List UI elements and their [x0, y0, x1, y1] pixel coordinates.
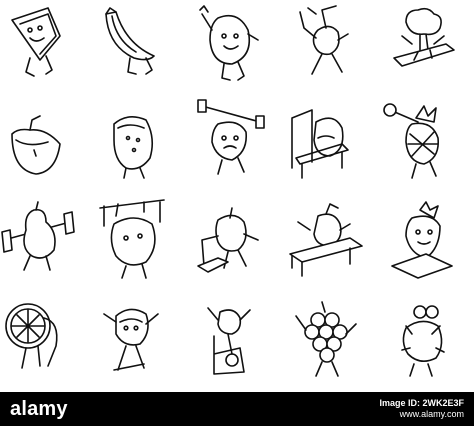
pear-barbell-icon: [0, 196, 94, 294]
kiwi-mascot-icon: [94, 98, 188, 196]
plum-stretching-icon: [188, 196, 282, 294]
watermelon-slice-mascot-icon: [0, 0, 94, 98]
icon-grid: [0, 0, 470, 392]
banana-mascot-icon: [94, 0, 188, 98]
cherry-mascot-running-icon: [282, 0, 376, 98]
apple-half-mascot-icon: [0, 98, 94, 196]
broccoli-surfing-icon: [376, 0, 470, 98]
image-meta: Image ID: 2WK2E3F www.alamy.com: [379, 398, 464, 420]
lemon-pullup-bar-icon: [94, 196, 188, 294]
avocado-bench-press-icon: [282, 98, 376, 196]
mango-mascot-waving-icon: [188, 0, 282, 98]
site-url: www.alamy.com: [399, 409, 464, 419]
fruit-exercise-bike-icon: [188, 294, 282, 392]
orange-slice-mascot-icon: [0, 294, 94, 392]
strawberry-lifting-weights-icon: [188, 98, 282, 196]
grapes-mascot-icon: [282, 294, 376, 392]
alamy-logo: alamy: [10, 397, 68, 420]
watermark-footer: alamy Image ID: 2WK2E3F www.alamy.com: [0, 392, 474, 426]
strawberry-pedestal-icon: [376, 196, 470, 294]
image-id: Image ID: 2WK2E3F: [379, 398, 464, 408]
dragon-fruit-mascot-icon: [376, 294, 470, 392]
citrus-mascot-dancing-icon: [94, 294, 188, 392]
fruit-on-bench-icon: [282, 196, 376, 294]
pineapple-dumbbell-icon: [376, 98, 470, 196]
